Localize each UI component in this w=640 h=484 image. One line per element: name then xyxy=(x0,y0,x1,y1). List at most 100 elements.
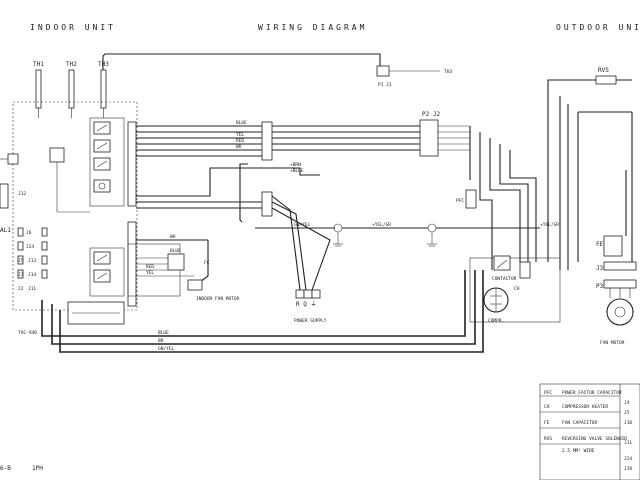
wire-label-blue-top: BLUE xyxy=(236,120,247,126)
wire-label-gnyel-bottom: GN/YEL xyxy=(158,346,175,352)
outdoor-vertical-runs xyxy=(469,126,537,270)
compressor-label: COMPR. xyxy=(488,318,504,324)
compressor-heater xyxy=(519,261,531,279)
indoor-pcb-label: TAC-940 xyxy=(18,330,37,336)
bottom-bus xyxy=(41,270,484,353)
footer-model: 6-B xyxy=(0,465,11,472)
connector-p3 xyxy=(603,279,637,289)
legend-desc-rvs: REVERSING VALVE SOLENOID xyxy=(562,436,627,442)
thermistor-th2: TH2 xyxy=(66,61,77,118)
svg-text:TH2: TH2 xyxy=(66,61,77,68)
footer-phase: 1PH xyxy=(32,465,43,472)
display-connector xyxy=(7,153,19,165)
j-label-2: J5 xyxy=(18,258,24,264)
wire-label-red-top: RED xyxy=(236,138,244,144)
p3-label: P3 xyxy=(596,283,604,290)
left-connector-stack xyxy=(17,227,48,279)
pfc-capacitor xyxy=(465,189,477,209)
rvs-coil xyxy=(595,75,617,85)
compressor xyxy=(483,287,509,313)
wire-label-blue-bottom: BLUE xyxy=(158,330,169,336)
relay-k3 xyxy=(93,157,111,171)
j-label-7: J11 xyxy=(28,286,36,292)
fan-capacitor-outdoor xyxy=(603,235,623,257)
legend-desc-wire: 2.5 MM² WIRE xyxy=(562,448,595,454)
rvs-label: RVS xyxy=(598,67,609,74)
legend-right-0: J4 xyxy=(624,400,630,406)
power-supply-terminals xyxy=(295,289,321,299)
sensor-block xyxy=(0,183,9,209)
thermistor-th1: TH1 xyxy=(33,61,44,118)
wire-label-yel-fan: YEL xyxy=(146,270,154,276)
wire-label-red-fan: RED xyxy=(146,264,154,270)
relay-k6 xyxy=(93,269,111,283)
legend-right-5: J19 xyxy=(624,466,632,472)
earth-mid xyxy=(427,223,437,247)
legend-code-pfc: PFC xyxy=(544,390,552,396)
legend-code-ch: CH xyxy=(544,404,550,410)
indoor-terminal-strip xyxy=(127,121,137,307)
pfc-label: PFC xyxy=(456,198,464,204)
legend-right-4: J24 xyxy=(624,456,632,462)
legend-desc-pfc: POWER FACTOR CAPACITOR xyxy=(562,390,622,396)
indoor-fan-motor-label: INDOOR FAN MOTOR xyxy=(196,296,240,302)
wire-label-yelgr-mid: +YEL/GR xyxy=(372,222,391,228)
wire-label-blue-short: +BLUE xyxy=(290,168,304,174)
thermistor-th3: TH3 xyxy=(98,61,109,118)
ch-label: CH xyxy=(514,286,520,292)
wire-label-yel-top: YEL xyxy=(236,132,244,138)
diagram-title: WIRING DIAGRAM xyxy=(258,23,367,32)
outdoor-fan-motor xyxy=(606,298,634,326)
fan-capacitor xyxy=(167,253,185,271)
j3-label: J3 xyxy=(596,265,604,272)
wire-label-gnyel-upper: GN/YEL xyxy=(294,222,311,228)
connector-p1-j1-label: P1 J1 xyxy=(378,82,392,88)
contactor xyxy=(493,255,511,271)
indoor-terminal-a xyxy=(261,121,273,161)
relay-k1 xyxy=(93,121,111,135)
connector-j3 xyxy=(603,261,637,271)
legend-right-2: J10 xyxy=(624,420,632,426)
j-label-0: J6 xyxy=(26,230,32,236)
wire-label-br-bottom: BR xyxy=(158,338,164,344)
fe-label: FE xyxy=(596,241,604,248)
compressor-enclosure xyxy=(469,257,561,323)
j-label-1: J24 xyxy=(26,244,34,250)
legend-right-1: J5 xyxy=(624,410,630,416)
j-label-6: J2 xyxy=(18,286,24,292)
connector-p1-j1 xyxy=(376,65,390,77)
j-label-3: J13 xyxy=(28,258,36,264)
j12-label: J12 xyxy=(18,191,26,197)
j-label-4: J7 xyxy=(18,272,24,278)
th3-right-label: TH3 xyxy=(444,69,452,75)
legend-code-rvs: RVS xyxy=(544,436,552,442)
legend-right-3: J11 xyxy=(624,440,632,446)
outdoor-unit-heading: OUTDOOR UNIT xyxy=(556,23,640,32)
wire-label-blue-fan: BLUE xyxy=(170,248,181,254)
power-supply-terminal-labels: R Q ⏚ xyxy=(296,301,316,308)
al1-label: AL1 xyxy=(0,227,11,234)
fan-motor-terminal xyxy=(187,279,203,291)
legend-desc-fe: FAN CAPACITOR xyxy=(562,420,598,426)
legend-desc-ch: COMPRESSOR HEATER xyxy=(562,404,608,410)
connector-p2-j2 xyxy=(419,119,439,157)
power-supply-label: POWER SUPPLY xyxy=(294,318,327,324)
relay-k2 xyxy=(93,139,111,153)
relay-k4 xyxy=(93,179,111,193)
wire-label-brn: +BRN xyxy=(290,162,301,168)
j-label-5: J14 xyxy=(28,272,36,278)
svg-text:TH1: TH1 xyxy=(33,61,44,68)
fan-capacitor-label: FC xyxy=(204,260,210,266)
wire-label-wh-top: WH xyxy=(236,144,242,150)
relay-k5 xyxy=(93,251,111,265)
svg-text:TH3: TH3 xyxy=(98,61,109,68)
indoor-terminal-b xyxy=(261,191,273,217)
connector-p2-j2-label: P2 J2 xyxy=(422,111,440,118)
indoor-unit-heading: INDOOR UNIT xyxy=(30,23,116,32)
wire-label-wh-fan: WH xyxy=(170,234,176,240)
wire-label-yelgr-right: +YEL/GR xyxy=(540,222,559,228)
interconnect-bundle xyxy=(136,125,262,157)
fan-motor-label: FAN MOTOR xyxy=(600,340,625,346)
